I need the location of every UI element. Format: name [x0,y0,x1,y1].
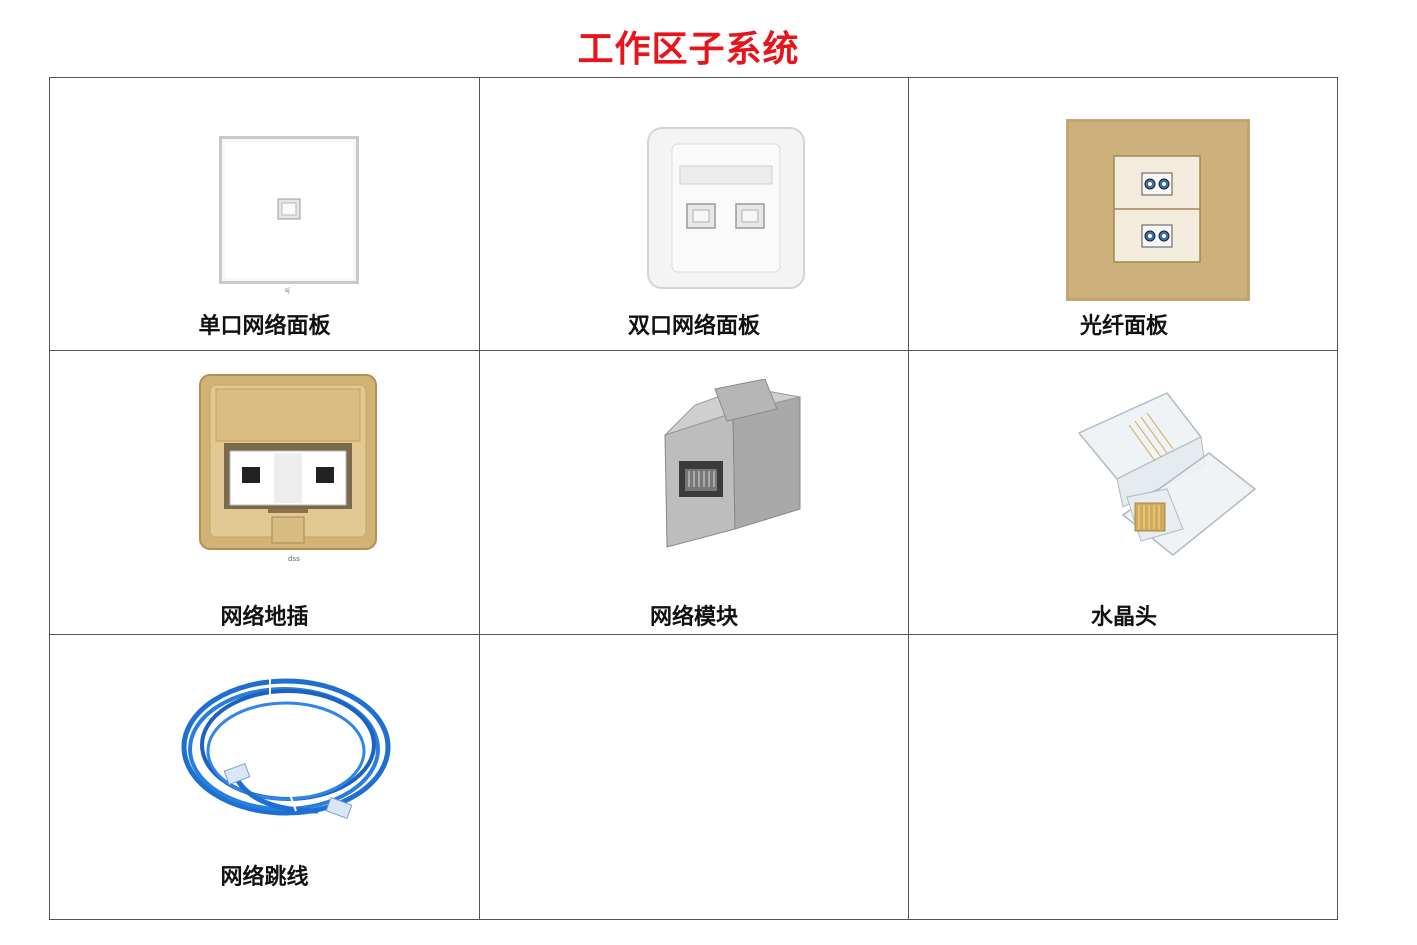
floor-socket-image [199,374,377,550]
product-label: 网络跳线 [220,865,309,890]
product-label: 水晶头 [1090,605,1157,630]
product-label: 网络地插 [220,605,309,630]
product-cell-single-panel: sj 单口网络面板 [50,78,479,350]
product-label: 单口网络面板 [198,314,331,339]
product-label: 双口网络面板 [627,314,760,339]
single-port-panel-image [219,136,359,284]
product-cell-fiber-panel: 光纤面板 [909,78,1339,350]
product-cell-dual-panel: 双口网络面板 [480,78,908,350]
rj45-plug-image [1077,392,1257,556]
dual-port-panel-image [647,127,805,289]
brand-caption: dss [288,555,300,563]
image-caption: sj [285,287,290,294]
grid-divider [50,350,1337,351]
fiber-panel-image [1066,119,1250,301]
grid-divider [908,78,909,919]
grid-divider [50,634,1337,635]
empty-cell [480,635,908,920]
page-title: 工作区子系统 [577,29,800,70]
product-cell-network-module: 网络模块 [480,351,908,634]
product-cell-rj45: 水晶头 [909,351,1339,634]
grid-divider [479,78,480,919]
product-cell-patch-cable: 网络跳线 [50,635,479,920]
product-cell-floor-socket: dss 网络地插 [50,351,479,634]
product-grid: sj 单口网络面板 双口网络面板 [49,77,1338,920]
network-module-image [664,379,801,548]
product-label: 网络模块 [649,605,738,630]
patch-cable-image [181,678,391,819]
empty-cell [909,635,1339,920]
product-label: 光纤面板 [1079,314,1168,339]
